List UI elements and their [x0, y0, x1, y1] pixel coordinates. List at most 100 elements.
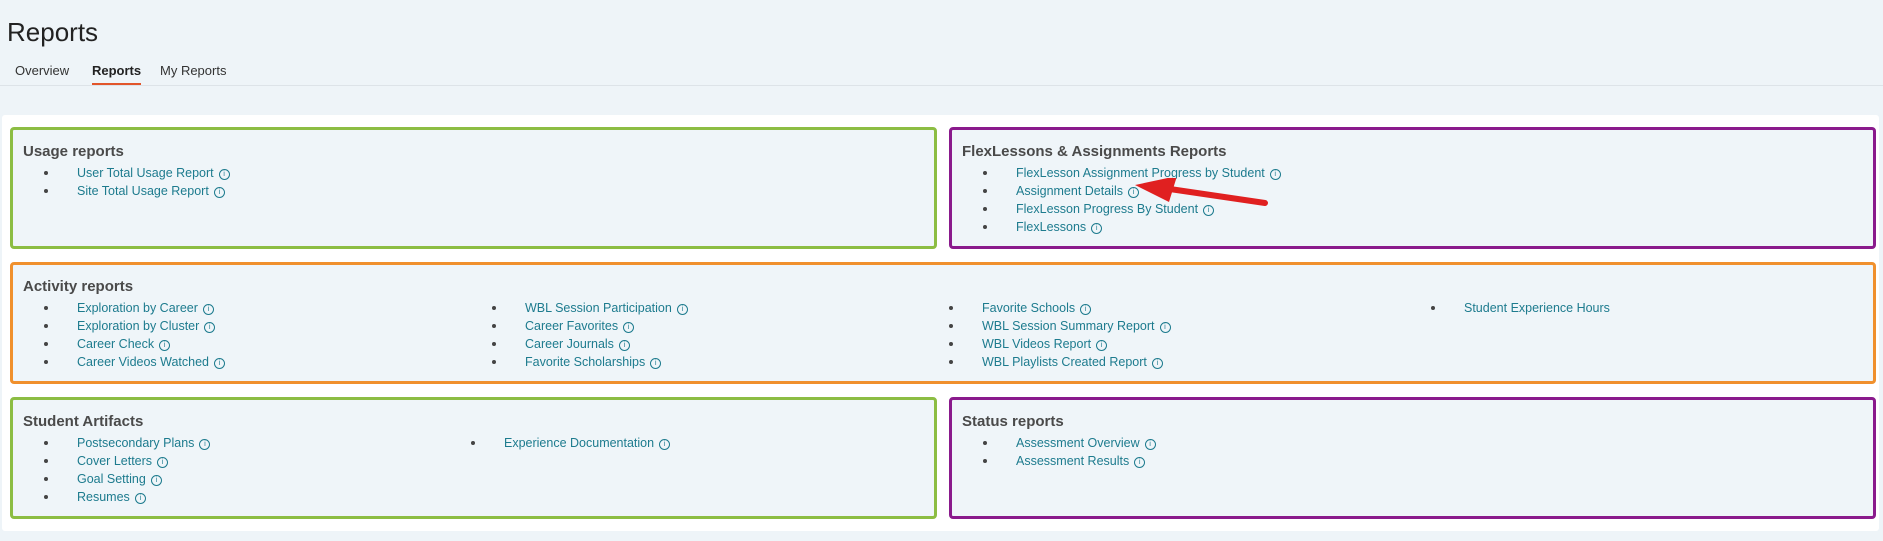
- report-link-label: Favorite Schools: [982, 301, 1076, 315]
- tab-overview[interactable]: Overview: [15, 63, 70, 78]
- bullet-icon: [44, 306, 48, 310]
- flexlessons-reports-box: FlexLessons & Assignments Reports FlexLe…: [949, 127, 1876, 249]
- report-link-label: Assessment Overview: [1016, 436, 1140, 450]
- report-link-resumes[interactable]: Resumes i: [77, 488, 146, 506]
- info-icon[interactable]: i: [1134, 457, 1146, 468]
- activity-reports-title: Activity reports: [23, 278, 134, 295]
- info-icon[interactable]: i: [650, 358, 662, 369]
- bullet-icon: [492, 360, 496, 364]
- bullet-icon: [492, 324, 496, 328]
- flexlessons-reports-title: FlexLessons & Assignments Reports: [962, 143, 1227, 160]
- info-icon[interactable]: i: [1269, 169, 1281, 180]
- bullet-icon: [44, 171, 48, 175]
- info-icon[interactable]: i: [199, 439, 211, 450]
- info-icon[interactable]: i: [1144, 439, 1156, 450]
- report-link-label: WBL Playlists Created Report: [982, 355, 1147, 369]
- info-icon[interactable]: i: [218, 169, 230, 180]
- bullet-icon: [44, 360, 48, 364]
- info-icon[interactable]: i: [159, 340, 171, 351]
- report-link-label: Resumes: [77, 490, 130, 504]
- student-artifacts-title: Student Artifacts: [23, 413, 144, 430]
- report-link-favorite-scholarships[interactable]: Favorite Scholarships i: [525, 353, 662, 371]
- report-link-label: Exploration by Career: [77, 301, 198, 315]
- tab-my-reports[interactable]: My Reports: [160, 63, 227, 78]
- report-link-wbl-playlists-created-report[interactable]: WBL Playlists Created Report i: [982, 353, 1163, 371]
- report-link-user-total-usage-report[interactable]: User Total Usage Report i: [77, 164, 230, 182]
- info-icon[interactable]: i: [623, 322, 635, 333]
- info-icon[interactable]: i: [1151, 358, 1163, 369]
- report-link-label: Cover Letters: [77, 454, 153, 468]
- bullet-icon: [44, 477, 48, 481]
- report-link-label: Favorite Scholarships: [525, 355, 646, 369]
- bullet-icon: [44, 495, 48, 499]
- report-link-assessment-overview[interactable]: Assessment Overview i: [1016, 434, 1156, 452]
- tab-bar: Overview Reports My Reports: [0, 58, 1883, 86]
- bullet-icon: [949, 306, 953, 310]
- info-icon[interactable]: i: [202, 304, 214, 315]
- info-icon[interactable]: i: [1096, 340, 1108, 351]
- report-link-goal-setting[interactable]: Goal Setting i: [77, 470, 162, 488]
- report-link-wbl-session-participation[interactable]: WBL Session Participation i: [525, 299, 688, 317]
- bullet-icon: [983, 207, 987, 211]
- report-link-label: Site Total Usage Report: [77, 184, 209, 198]
- info-icon[interactable]: i: [204, 322, 216, 333]
- bullet-icon: [44, 342, 48, 346]
- bullet-icon: [949, 360, 953, 364]
- bullet-icon: [471, 441, 475, 445]
- bullet-icon: [492, 342, 496, 346]
- info-icon[interactable]: i: [1128, 187, 1139, 198]
- report-link-label: Student Experience Hours: [1464, 301, 1610, 315]
- status-reports-title: Status reports: [962, 413, 1064, 430]
- report-link-site-total-usage-report[interactable]: Site Total Usage Report i: [77, 182, 225, 200]
- info-icon[interactable]: i: [213, 187, 225, 198]
- info-icon[interactable]: i: [1091, 223, 1103, 234]
- report-link-assessment-results[interactable]: Assessment Results i: [1016, 452, 1146, 470]
- info-icon[interactable]: i: [1203, 205, 1215, 216]
- report-link-career-journals[interactable]: Career Journals i: [525, 335, 630, 353]
- info-icon[interactable]: i: [659, 439, 671, 450]
- report-link-cover-letters[interactable]: Cover Letters i: [77, 452, 169, 470]
- info-icon[interactable]: i: [676, 304, 688, 315]
- report-link-label: Career Check: [77, 337, 155, 351]
- info-icon[interactable]: i: [1159, 322, 1171, 333]
- report-link-label: Assessment Results: [1016, 454, 1130, 468]
- report-link-career-videos-watched[interactable]: Career Videos Watched i: [77, 353, 226, 371]
- report-link-label: Experience Documentation: [504, 436, 655, 450]
- report-link-flexlesson-progress-by-student[interactable]: FlexLesson Progress By Student i: [1016, 200, 1215, 218]
- report-link-favorite-schools[interactable]: Favorite Schools i: [982, 299, 1092, 317]
- info-icon[interactable]: i: [1080, 304, 1092, 315]
- report-link-experience-documentation[interactable]: Experience Documentation i: [504, 434, 671, 452]
- report-link-career-check[interactable]: Career Check i: [77, 335, 171, 353]
- bullet-icon: [492, 306, 496, 310]
- report-link-flexlesson-assignment-progress-by-student[interactable]: FlexLesson Assignment Progress by Studen…: [1016, 164, 1281, 182]
- report-link-label: User Total Usage Report: [77, 166, 214, 180]
- report-link-label: FlexLesson Assignment Progress by Studen…: [1016, 166, 1265, 180]
- report-link-label: Exploration by Cluster: [77, 319, 200, 333]
- report-link-label: FlexLesson Progress By Student: [1016, 202, 1199, 216]
- bullet-icon: [44, 189, 48, 193]
- info-icon[interactable]: i: [618, 340, 630, 351]
- info-icon[interactable]: i: [214, 358, 226, 369]
- report-link-exploration-by-cluster[interactable]: Exploration by Cluster i: [77, 317, 216, 335]
- report-link-label: WBL Session Participation: [525, 301, 672, 315]
- report-link-label: Career Videos Watched: [77, 355, 210, 369]
- bullet-icon: [1431, 306, 1435, 310]
- report-link-exploration-by-career[interactable]: Exploration by Career i: [77, 299, 214, 317]
- report-link-student-experience-hours[interactable]: Student Experience Hours: [1464, 299, 1610, 317]
- info-icon[interactable]: i: [134, 493, 146, 504]
- usage-reports-title: Usage reports: [23, 143, 124, 160]
- report-link-label: Career Journals: [525, 337, 614, 351]
- report-link-label: Goal Setting: [77, 472, 146, 486]
- info-icon[interactable]: i: [150, 475, 162, 486]
- tab-reports[interactable]: Reports: [92, 63, 142, 85]
- info-icon[interactable]: i: [157, 457, 169, 468]
